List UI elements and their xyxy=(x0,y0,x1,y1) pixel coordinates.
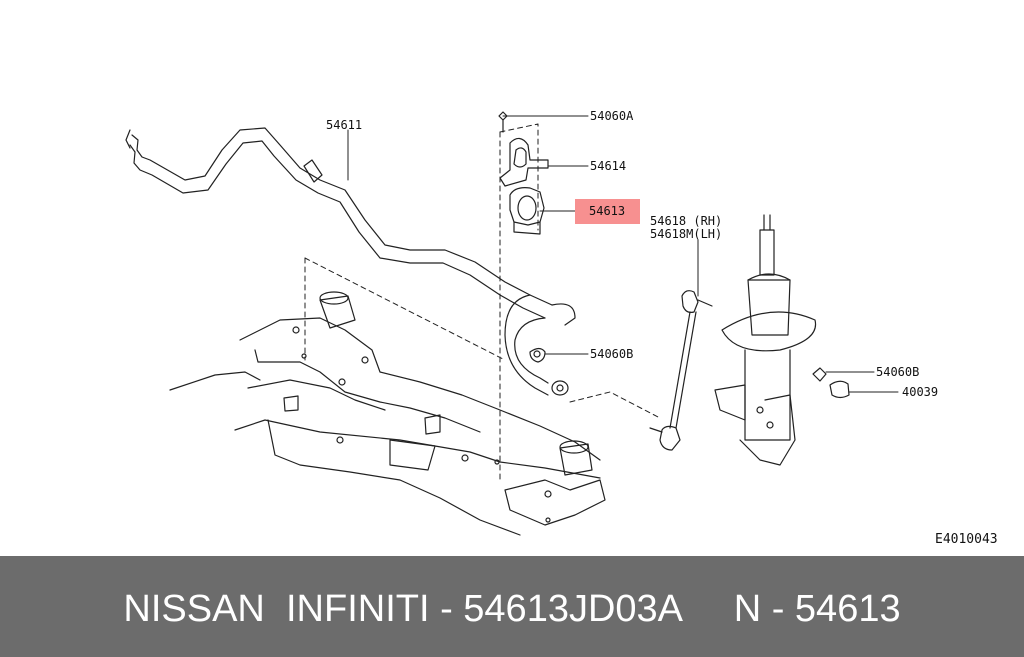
callout-40039: 40039 xyxy=(902,385,939,399)
footer-banner xyxy=(0,556,1024,657)
highlight-box xyxy=(575,199,640,224)
footer-part-text: NISSAN INFINITI - 54613JD03A N - 54613 xyxy=(123,588,901,630)
leader-lines xyxy=(347,115,899,393)
callout-54613: 54613 xyxy=(589,204,626,218)
callout-54611: 54611 xyxy=(326,118,363,132)
stabilizer-link-drawing xyxy=(649,290,713,451)
callout-54060b-right: 54060B xyxy=(876,365,920,379)
diagram-code: E4010043 xyxy=(935,532,998,547)
bushing-clamp-drawing xyxy=(498,111,850,399)
subframe-drawing xyxy=(169,291,606,536)
strut-assembly-drawing xyxy=(714,214,817,466)
guide-lines xyxy=(304,123,661,481)
diagram-drawing xyxy=(125,111,899,536)
callout-54618m-lh: 54618M(LH) xyxy=(650,227,723,241)
callout-54060a: 54060A xyxy=(590,109,634,123)
callout-54618-rh: 54618 (RH) xyxy=(650,214,723,228)
callout-54060b-left: 54060B xyxy=(590,347,634,361)
stabilizer-bar-drawing xyxy=(125,127,576,396)
callout-54614: 54614 xyxy=(590,159,627,173)
parts-diagram: 54611 54060A 54614 54613 54618 (RH) 5461… xyxy=(125,109,998,547)
